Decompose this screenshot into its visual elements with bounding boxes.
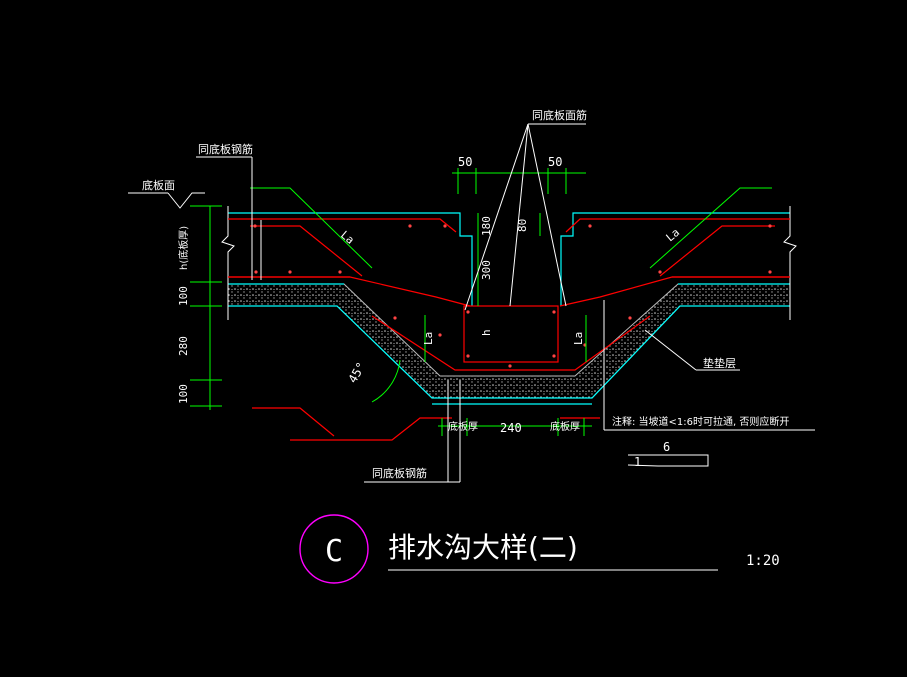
label-slope-6: 6 [663,440,670,454]
label-la-inner-right: La [572,332,585,345]
detail-marker-circle [299,514,369,584]
rebar-lines [228,218,790,441]
label-bottom-thk-right: 底板厚 [550,420,580,433]
cushion-layer [227,283,791,399]
label-slab-surface: 底板面 [142,178,175,192]
dim-240: 240 [500,421,522,435]
rebar-dots [253,224,772,368]
label-bottom-bars-bottom: 同底板钢筋 [372,466,427,480]
dim-50-right: 50 [548,155,562,169]
leader-lines [128,123,815,571]
label-inner-h: h [480,329,493,336]
label-cushion: 垫垫层 [703,356,736,370]
concrete-outline [228,212,790,405]
dim-80: 80 [516,219,529,232]
label-slab-thickness: h(底板厚) [177,226,190,270]
detail-marker-letter: C [325,534,343,569]
drawing-title: 排水沟大样(二) [388,531,578,564]
dim-50-left: 50 [458,155,472,169]
label-la-left: La [338,228,357,246]
dim-angle-45: 45° [345,360,368,386]
label-bottom-thk-left: 底板厚 [448,420,478,433]
label-note: 注释: 当坡道<1:6时可拉通, 否则应断开 [612,415,789,428]
dimension-lines [190,168,772,436]
dim-100-top: 100 [177,286,190,306]
dim-280: 280 [177,336,190,356]
break-lines [221,206,797,320]
dim-100-bottom: 100 [177,384,190,404]
label-top-bars: 同底板面筋 [532,108,587,122]
drawing-scale: 1:20 [746,553,780,569]
label-bottom-bars-left: 同底板钢筋 [198,142,253,156]
dim-180: 180 [480,216,493,236]
label-la-inner-left: La [422,332,435,345]
dim-300: 300 [480,260,493,280]
label-slope-1: 1 [634,455,641,469]
